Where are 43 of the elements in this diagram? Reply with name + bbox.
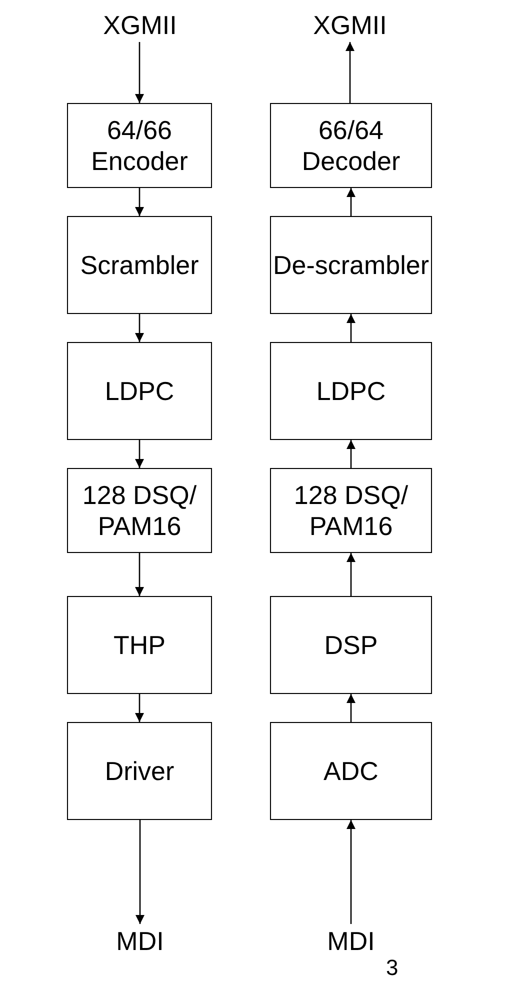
process-box <box>270 342 432 440</box>
box-label: Driver <box>104 756 174 786</box>
box-label: 128 DSQ/ PAM16 <box>292 480 410 542</box>
process-box <box>67 722 212 820</box>
arrow <box>135 440 144 468</box>
arrow <box>135 694 144 722</box>
box-label: DSP <box>324 630 378 660</box>
box-label: LDPC <box>316 376 386 406</box>
interface-label: MDI <box>321 924 381 958</box>
arrow <box>136 820 144 924</box>
page-number: 3 <box>386 956 398 980</box>
interface-label: XGMII <box>95 8 185 42</box>
interface-label: XGMII <box>305 8 395 42</box>
arrow <box>135 42 144 103</box>
process-box <box>270 722 432 820</box>
process-box <box>270 216 432 314</box>
arrow <box>346 440 356 468</box>
arrow <box>135 553 144 596</box>
arrow <box>346 820 356 924</box>
process-box <box>270 596 432 694</box>
process-box <box>67 468 212 553</box>
box-label: Scrambler <box>80 250 199 280</box>
process-box <box>67 596 212 694</box>
process-box <box>67 216 212 314</box>
box-label: 64/66 Encoder <box>90 114 189 176</box>
interface-label: MDI <box>110 924 170 958</box>
arrow <box>135 188 144 216</box>
box-label: 66/64 Decoder <box>300 114 402 176</box>
arrow <box>135 314 144 342</box>
box-label: ADC <box>324 756 378 786</box>
process-box <box>270 103 432 188</box>
box-label: LDPC <box>104 376 174 406</box>
box-label: De-scrambler <box>272 250 430 280</box>
arrow <box>346 42 354 103</box>
box-label: THP <box>114 630 166 660</box>
process-box <box>67 342 212 440</box>
arrow <box>346 314 356 342</box>
arrow <box>346 188 356 216</box>
arrow <box>346 553 356 596</box>
process-box <box>67 103 212 188</box>
box-label: 128 DSQ/ PAM16 <box>81 480 198 542</box>
process-box <box>270 468 432 553</box>
arrow <box>346 694 356 722</box>
